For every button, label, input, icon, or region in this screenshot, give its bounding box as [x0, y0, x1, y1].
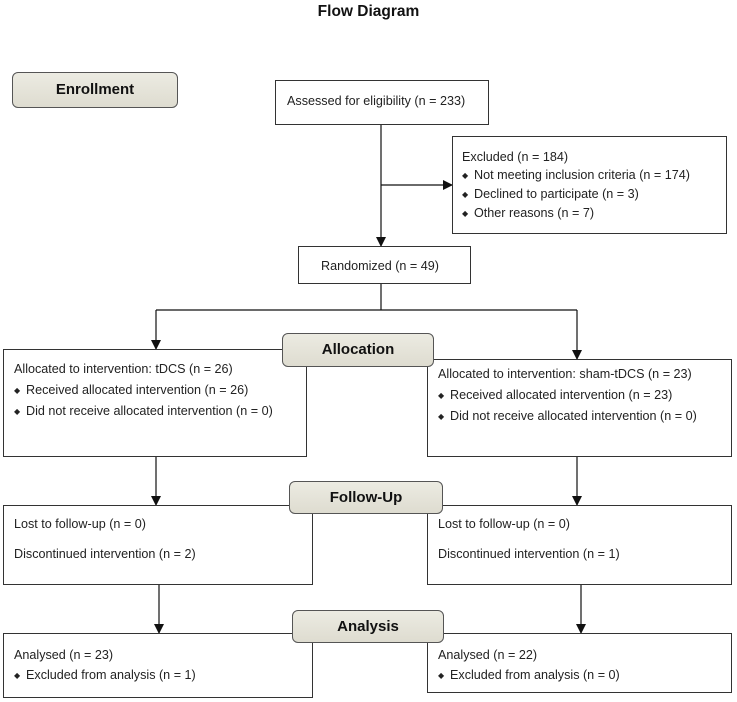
allocation-right-box: Allocated to intervention: sham-tDCS (n …: [427, 359, 732, 457]
analysis-left-item: ◆Excluded from analysis (n = 1): [14, 665, 312, 686]
diamond-bullet-icon: ◆: [14, 407, 21, 416]
analysis-right-box: Analysed (n = 22) ◆Excluded from analysi…: [427, 633, 732, 693]
assessed-box: Assessed for eligibility (n = 233): [275, 80, 489, 125]
stage-analysis: Analysis: [292, 610, 444, 643]
excluded-item: ◆Other reasons (n = 7): [462, 204, 726, 223]
followup-right-box: Lost to follow-up (n = 0) Discontinued i…: [427, 505, 732, 585]
diamond-bullet-icon: ◆: [438, 671, 445, 680]
stage-analysis-label: Analysis: [337, 618, 399, 635]
stage-allocation: Allocation: [282, 333, 434, 367]
analysis-left-heading: Analysed (n = 23): [14, 648, 114, 662]
allocation-left-item: ◆Did not receive allocated intervention …: [14, 401, 306, 422]
followup-left-discontinued: Discontinued intervention (n = 2): [14, 547, 196, 561]
diamond-bullet-icon: ◆: [462, 171, 469, 180]
diamond-bullet-icon: ◆: [14, 671, 21, 680]
allocation-right-heading: Allocated to intervention: sham-tDCS (n …: [438, 367, 692, 381]
diamond-bullet-icon: ◆: [438, 391, 445, 400]
allocation-left-box: Allocated to intervention: tDCS (n = 26)…: [3, 349, 307, 457]
diagram-title: Flow Diagram: [317, 3, 420, 20]
stage-enrollment: Enrollment: [12, 72, 178, 108]
diamond-bullet-icon: ◆: [14, 386, 21, 395]
randomized-text: Randomized (n = 49): [321, 259, 439, 273]
allocation-right-item: ◆Received allocated intervention (n = 23…: [438, 385, 731, 406]
stage-follow-up-label: Follow-Up: [329, 489, 403, 506]
followup-right-lost: Lost to follow-up (n = 0): [438, 517, 570, 531]
assessed-text: Assessed for eligibility (n = 233): [287, 94, 466, 108]
diamond-bullet-icon: ◆: [462, 190, 469, 199]
analysis-right-item: ◆Excluded from analysis (n = 0): [438, 665, 731, 686]
excluded-box: Excluded (n = 184) ◆Not meeting inclusio…: [452, 136, 727, 234]
allocation-left-item: ◆Received allocated intervention (n = 26…: [14, 380, 306, 401]
followup-right-discontinued: Discontinued intervention (n = 1): [438, 547, 620, 561]
diamond-bullet-icon: ◆: [462, 209, 469, 218]
followup-left-box: Lost to follow-up (n = 0) Discontinued i…: [3, 505, 313, 585]
analysis-left-box: Analysed (n = 23) ◆Excluded from analysi…: [3, 633, 313, 698]
allocation-right-item: ◆Did not receive allocated intervention …: [438, 406, 731, 427]
excluded-item: ◆Declined to participate (n = 3): [462, 185, 726, 204]
stage-enrollment-label: Enrollment: [55, 81, 135, 98]
followup-left-lost: Lost to follow-up (n = 0): [14, 517, 146, 531]
stage-allocation-label: Allocation: [321, 341, 395, 358]
diamond-bullet-icon: ◆: [438, 412, 445, 421]
excluded-item: ◆Not meeting inclusion criteria (n = 174…: [462, 166, 726, 185]
stage-follow-up: Follow-Up: [289, 481, 443, 514]
analysis-right-heading: Analysed (n = 22): [438, 648, 538, 662]
randomized-box: Randomized (n = 49): [298, 246, 471, 284]
allocation-left-heading: Allocated to intervention: tDCS (n = 26): [14, 362, 233, 376]
excluded-heading: Excluded (n = 184): [462, 150, 569, 164]
